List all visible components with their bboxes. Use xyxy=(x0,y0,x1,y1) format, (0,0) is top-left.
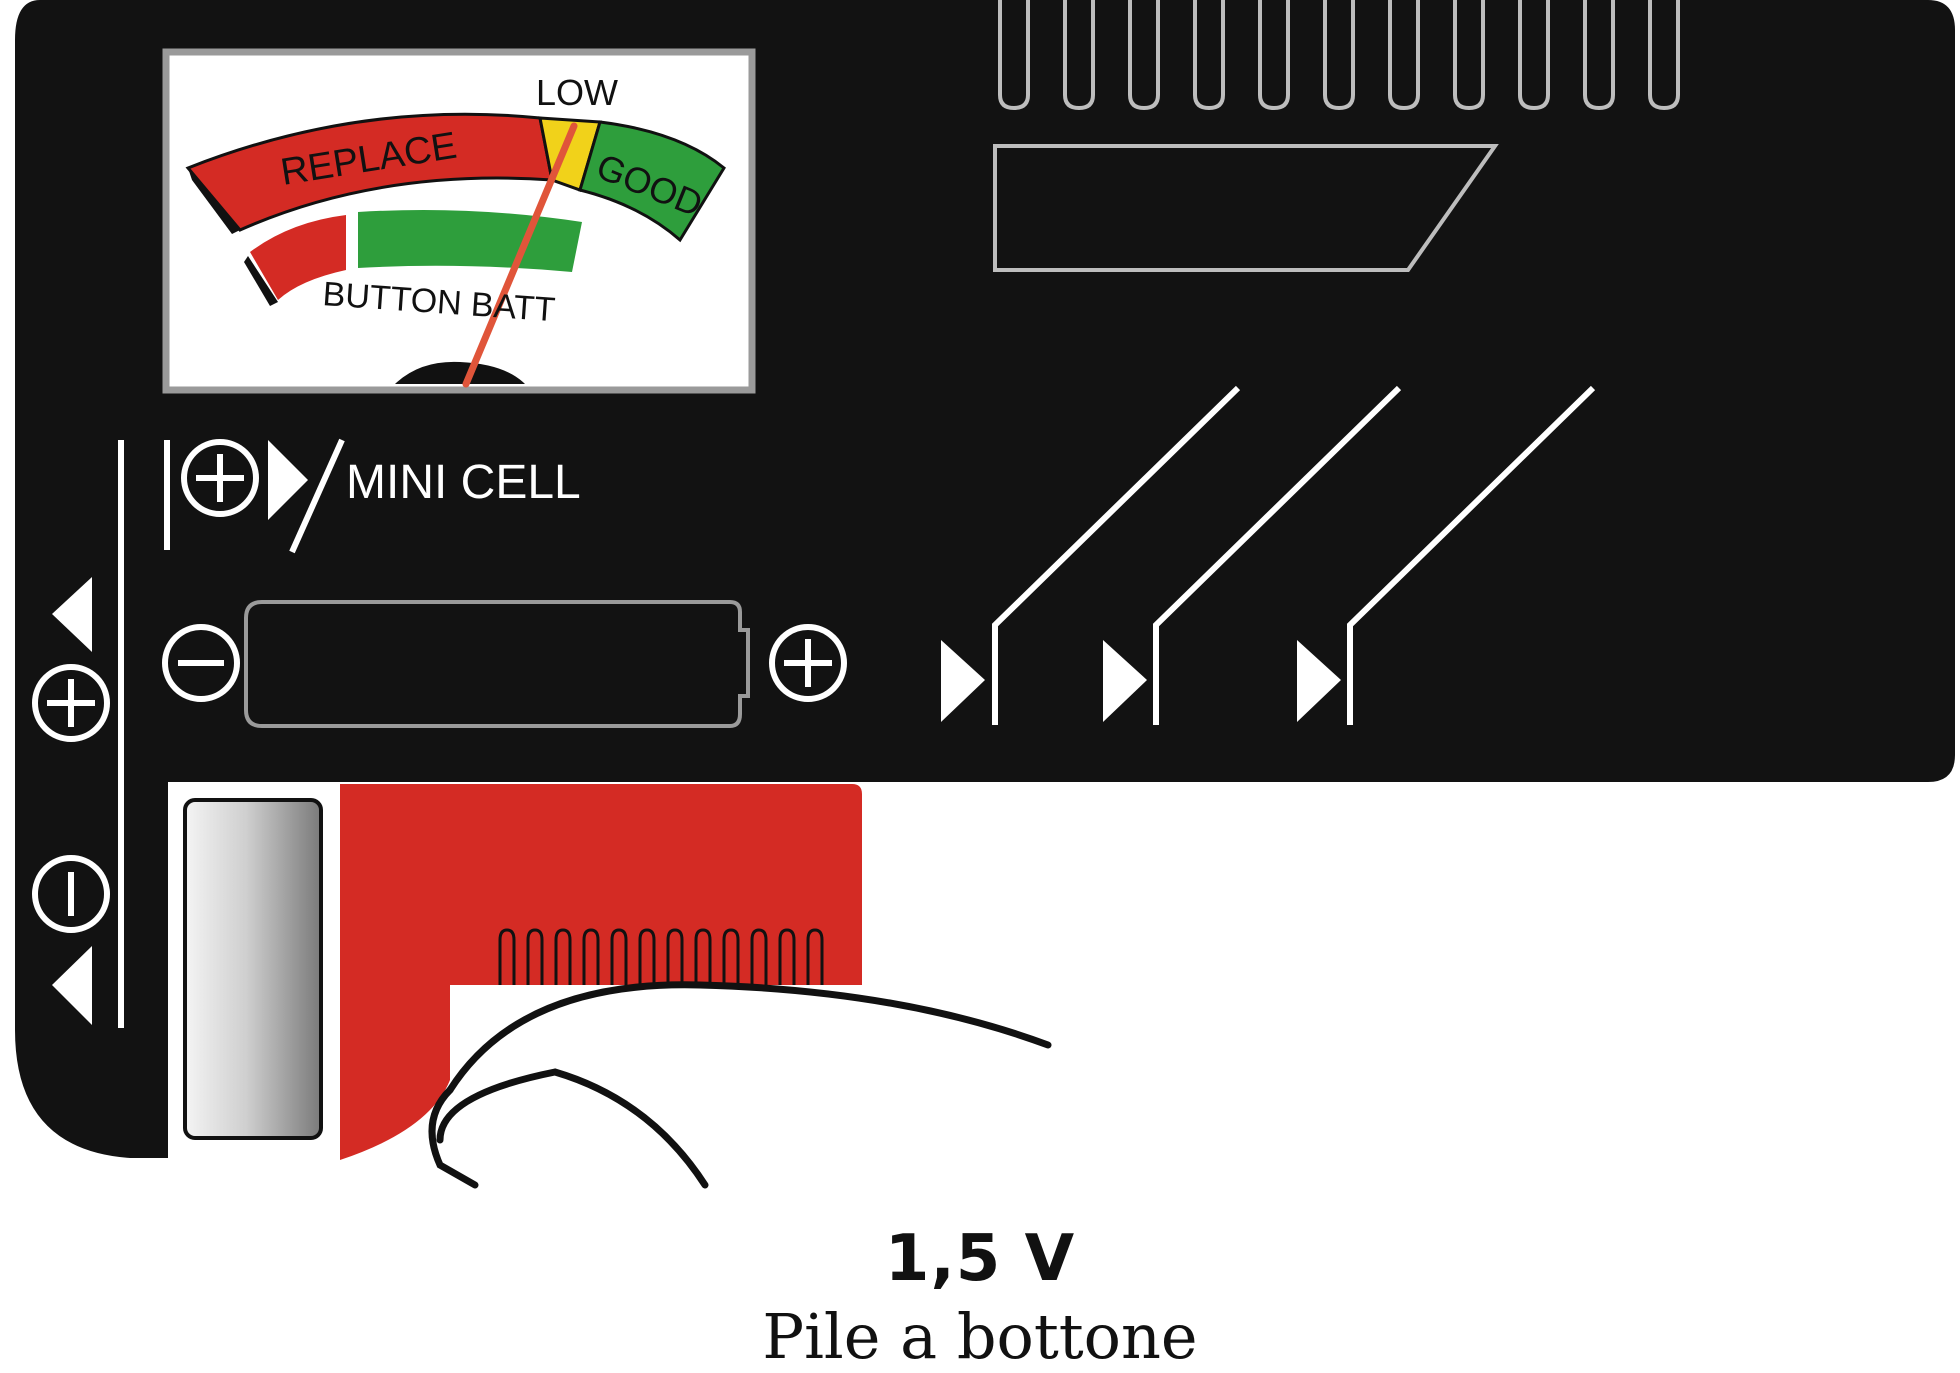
diagonal-guides xyxy=(992,385,1596,725)
top-slot-comb xyxy=(998,0,1680,111)
red-slider-contact[interactable] xyxy=(340,784,862,1160)
triangle-pointer-icon xyxy=(941,640,1341,722)
meter-zone-good xyxy=(578,120,726,243)
spring-wire xyxy=(428,981,1052,1189)
triangle-pointer-icon xyxy=(268,440,308,520)
caption-battery-type: Pile a bottone xyxy=(762,1300,1198,1373)
plus-circle-icon xyxy=(769,624,847,702)
battery-slot-outline xyxy=(993,144,1499,272)
mini-cell-indicator: MINI CELL xyxy=(164,438,581,554)
meter-label-low: LOW xyxy=(536,72,618,113)
triangle-pointer-icon xyxy=(52,946,92,1025)
slider-teeth xyxy=(498,928,824,985)
minus-circle-icon xyxy=(32,855,110,933)
meter-pivot xyxy=(395,361,525,384)
meter-button-red xyxy=(250,215,346,300)
meter-button-green xyxy=(358,209,582,272)
minus-circle-icon xyxy=(162,624,240,702)
battery-cradle xyxy=(162,600,847,728)
plus-circle-icon xyxy=(32,664,110,742)
caption-voltage: 1,5 V xyxy=(884,1222,1076,1296)
mini-cell-label: MINI CELL xyxy=(346,456,581,509)
meter-needle xyxy=(462,122,578,388)
battery-outline xyxy=(244,600,750,728)
plus-circle-icon xyxy=(181,439,259,517)
meter-gauge: REPLACE LOW GOOD BUTTON BATT xyxy=(162,48,756,394)
meter-inner-shadow xyxy=(244,256,278,306)
meter-outer-shadow xyxy=(188,168,240,234)
triangle-pointer-icon xyxy=(52,577,92,652)
metal-contact-plate xyxy=(183,798,323,1140)
left-polarity-column xyxy=(32,440,124,1028)
